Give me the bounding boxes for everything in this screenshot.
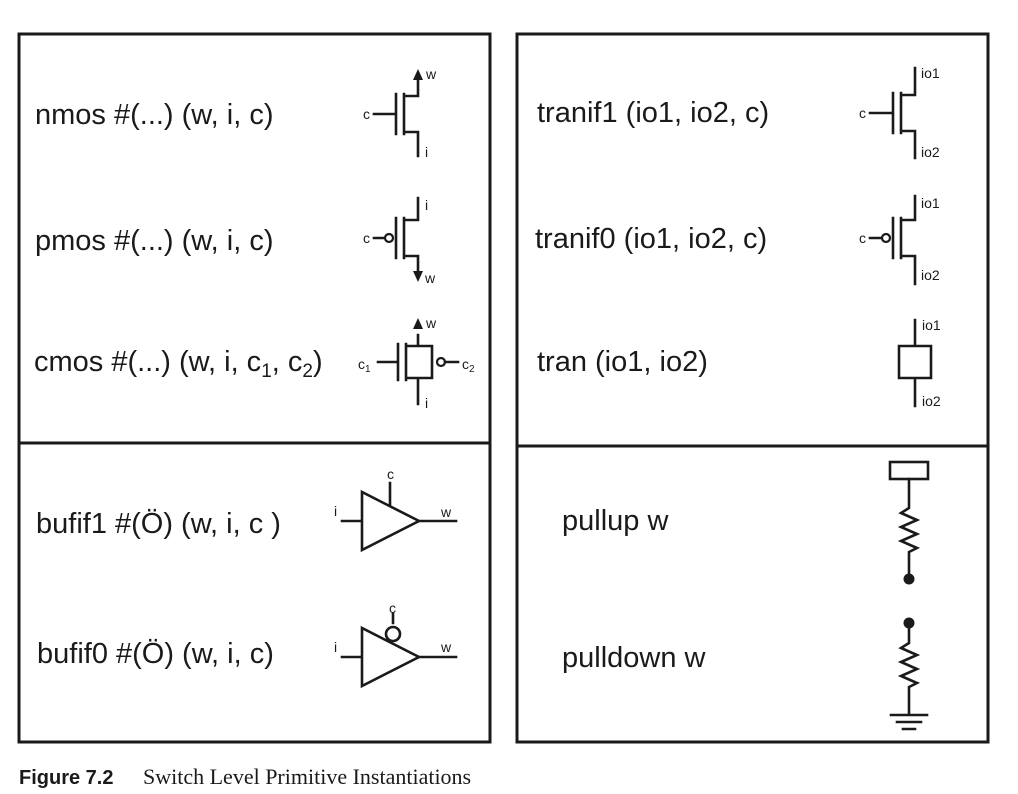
bufif1-row: bufif1 #(Ö) (w, i, c ) i c w — [36, 466, 458, 553]
cmos-inversion-bubble — [435, 356, 447, 368]
tran-pin-io2: io2 — [922, 393, 941, 409]
left-panel — [17, 32, 492, 744]
tranif1-row: tranif1 (io1, io2, c) c io1 io2 — [537, 65, 940, 160]
nmos-label: nmos #(...) (w, i, c) — [35, 99, 273, 131]
pmos-pin-i: i — [425, 197, 428, 213]
figure-title: Switch Level Primitive Instantiations — [143, 764, 471, 789]
right-panel-border — [515, 32, 990, 744]
pmos-label: pmos #(...) (w, i, c) — [35, 225, 273, 257]
pmos-row: pmos #(...) (w, i, c) c i w — [35, 196, 436, 286]
nmos-output-arrow — [413, 69, 423, 80]
bufif1-symbol: i c w — [334, 466, 458, 553]
pulldown-symbol — [889, 617, 929, 731]
cmos-pin-c2: c2 — [462, 356, 475, 375]
left-panel-border — [17, 32, 492, 744]
cmos-pin-c1: c1 — [358, 356, 371, 375]
pullup-symbol — [888, 460, 930, 585]
right-panel — [515, 32, 990, 744]
tran-label: tran (io1, io2) — [537, 346, 708, 378]
tranif0-pin-io2: io2 — [921, 267, 940, 283]
bufif0-symbol: i c w — [334, 600, 458, 689]
tranif0-row: tranif0 (io1, io2, c) c io1 io2 — [535, 194, 940, 286]
tranif0-pin-c: c — [859, 230, 866, 246]
tran-symbol: io1 io2 — [897, 317, 941, 409]
nmos-symbol: c w i — [363, 66, 437, 160]
nmos-pin-w: w — [425, 66, 437, 82]
tranif1-symbol: c io1 io2 — [859, 65, 940, 160]
bufif0-label: bufif0 #(Ö) (w, i, c) — [37, 638, 274, 670]
bufif0-pin-c: c — [389, 600, 396, 616]
figure-caption: Figure 7.2 Switch Level Primitive Instan… — [19, 764, 471, 789]
bufif1-pin-i: i — [334, 503, 337, 519]
bufif0-inversion-bubble — [384, 625, 402, 643]
cmos-label: cmos #(...) (w, i, c1, c2) — [34, 346, 323, 382]
tranif0-symbol: c io1 io2 — [859, 194, 940, 286]
pulldown-ground-icon — [889, 713, 929, 731]
cmos-symbol: c1 c2 w i — [358, 315, 475, 411]
tranif0-pin-io1: io1 — [921, 195, 940, 211]
tran-pin-io1: io1 — [922, 317, 941, 333]
pmos-inversion-bubble — [383, 232, 395, 244]
tranif0-inversion-bubble — [880, 232, 892, 244]
bufif0-pin-i: i — [334, 639, 337, 655]
tranif1-label: tranif1 (io1, io2, c) — [537, 97, 769, 129]
nmos-pin-c: c — [363, 106, 370, 122]
pullup-supply-bar — [888, 460, 930, 481]
cmos-output-arrow — [413, 318, 423, 329]
pmos-pin-c: c — [363, 230, 370, 246]
pmos-symbol: c i w — [363, 196, 436, 286]
tranif1-pin-io1: io1 — [921, 65, 940, 81]
bufif1-pin-w: w — [440, 504, 452, 520]
pulldown-row: pulldown w — [562, 617, 929, 731]
pmos-pin-w: w — [424, 270, 436, 286]
pmos-output-arrow — [413, 271, 423, 282]
tran-row: tran (io1, io2) io1 io2 — [537, 317, 941, 409]
cmos-row: cmos #(...) (w, i, c1, c2) c1 c2 w i — [34, 315, 475, 411]
cmos-pin-w: w — [425, 315, 437, 331]
pullup-row: pullup w — [562, 460, 930, 585]
tranif1-pin-io2: io2 — [921, 144, 940, 160]
pulldown-label: pulldown w — [562, 642, 707, 674]
nmos-pin-i: i — [425, 144, 428, 160]
bufif0-row: bufif0 #(Ö) (w, i, c) i c w — [37, 600, 458, 689]
bufif1-pin-c: c — [387, 466, 394, 482]
cmos-pin-i: i — [425, 395, 428, 411]
bufif1-label: bufif1 #(Ö) (w, i, c ) — [36, 508, 281, 540]
nmos-row: nmos #(...) (w, i, c) c w i — [35, 66, 437, 160]
pullup-node-dot — [903, 573, 915, 585]
tranif0-label: tranif0 (io1, io2, c) — [535, 223, 767, 255]
pullup-label: pullup w — [562, 505, 669, 537]
figure-number: Figure 7.2 — [19, 767, 113, 789]
bufif0-pin-w: w — [440, 639, 452, 655]
tranif1-pin-c: c — [859, 105, 866, 121]
